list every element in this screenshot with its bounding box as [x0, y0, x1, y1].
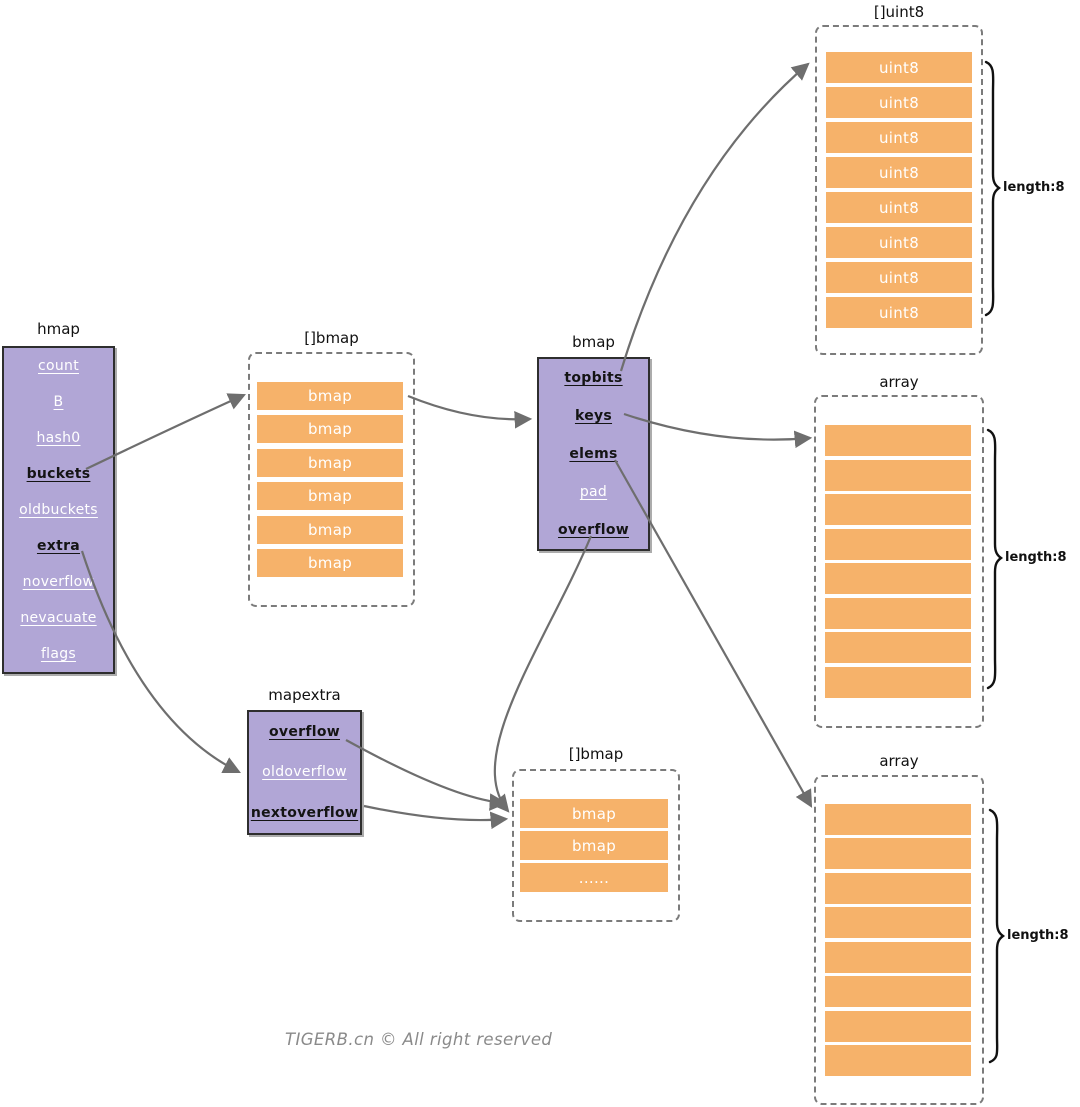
bmap-cell: bmap — [520, 831, 668, 860]
hmap-field-hash0: hash0 — [36, 430, 81, 446]
array-cell — [825, 1045, 971, 1077]
edge-topbits-to-uint8 — [619, 62, 810, 372]
uint8-cell: uint8 — [826, 52, 972, 83]
array-cell — [825, 528, 971, 560]
bmap-cell: bmap — [520, 799, 668, 828]
edge-mapextra-overflow-to-slice — [345, 739, 508, 811]
elems-length-brace — [988, 808, 1005, 1064]
hmap-field-flags: flags — [40, 646, 77, 662]
array-cell — [825, 494, 971, 526]
keys-length-brace — [986, 428, 1003, 690]
array-cell — [825, 563, 971, 595]
mapextra-field-overflow: overflow — [269, 724, 340, 741]
hmap-field-extra: extra — [36, 538, 81, 554]
uint8-cell: uint8 — [826, 122, 972, 153]
array-cell — [825, 838, 971, 870]
bmap-cell: bmap — [257, 482, 403, 511]
edge-bmap-slice-to-bmap — [407, 394, 533, 429]
bmap-cell: bmap — [257, 549, 403, 578]
uint8-length-label: length:8 — [1003, 180, 1065, 195]
mapextra-title: mapextra — [268, 686, 341, 704]
bmap-struct-box: topbits keys elems pad overflow — [537, 357, 650, 551]
bmap-field-pad: pad — [579, 484, 608, 500]
hmap-field-nevacuate: nevacuate — [20, 610, 97, 626]
array-cell — [825, 632, 971, 664]
bmap-field-topbits: topbits — [564, 370, 623, 386]
mapextra-field-oldoverflow: oldoverflow — [262, 764, 347, 781]
uint8-cell: uint8 — [826, 262, 972, 293]
bmap-cell: bmap — [257, 515, 403, 544]
array-cell — [825, 459, 971, 491]
uint8-slice-title: []uint8 — [873, 3, 925, 21]
uint8-slice-box: uint8 uint8 uint8 uint8 uint8 uint8 uint… — [815, 25, 983, 355]
mapextra-field-nextoverflow: nextoverflow — [250, 804, 359, 821]
array-cell — [825, 803, 971, 835]
bmap-field-keys: keys — [574, 408, 613, 424]
uint8-length-brace — [984, 60, 1001, 317]
keys-array-title: array — [879, 373, 919, 391]
footer-credit: TIGERB.cn © All right reserved — [285, 1030, 553, 1049]
uint8-cell: uint8 — [826, 227, 972, 258]
keys-array-box — [814, 395, 984, 728]
bmap-slice-box: bmap bmap bmap bmap bmap bmap — [248, 352, 415, 607]
array-cell — [825, 425, 971, 457]
array-cell — [825, 597, 971, 629]
overflow-bmap-slice-title: []bmap — [568, 745, 624, 763]
uint8-cell: uint8 — [826, 297, 972, 328]
hmap-field-count: count — [38, 358, 79, 374]
array-cell — [825, 872, 971, 904]
array-cell — [825, 941, 971, 973]
hmap-field-buckets: buckets — [26, 466, 91, 482]
keys-length-label: length:8 — [1005, 550, 1067, 565]
elems-array-title: array — [879, 752, 919, 770]
bmap-cell: bmap — [257, 415, 403, 444]
hmap-field-noverflow: noverflow — [22, 574, 95, 590]
array-cell — [825, 976, 971, 1008]
elems-array-box — [814, 775, 984, 1105]
overflow-bmap-slice-box: bmap bmap ...... — [512, 769, 680, 922]
hmap-field-oldbuckets: oldbuckets — [19, 502, 98, 518]
array-cell — [825, 1010, 971, 1042]
uint8-cell: uint8 — [826, 192, 972, 223]
bmap-cell: ...... — [520, 863, 668, 892]
edge-keys-to-keys-array — [623, 412, 813, 449]
bmap-field-overflow: overflow — [558, 522, 629, 538]
hmap-title: hmap — [37, 320, 80, 338]
hmap-field-b: B — [53, 394, 64, 410]
bmap-cell: bmap — [257, 381, 403, 410]
uint8-cell: uint8 — [826, 157, 972, 188]
uint8-cell: uint8 — [826, 87, 972, 118]
hmap-struct-box: count B hash0 buckets oldbuckets extra n… — [2, 346, 115, 674]
array-cell — [825, 666, 971, 698]
edge-mapextra-nextoverflow-to-slice — [363, 804, 509, 830]
bmap-title: bmap — [572, 333, 615, 351]
bmap-cell: bmap — [257, 448, 403, 477]
array-cell — [825, 907, 971, 939]
bmap-field-elems: elems — [569, 446, 618, 462]
elems-length-label: length:8 — [1007, 928, 1069, 943]
mapextra-struct-box: overflow oldoverflow nextoverflow — [247, 710, 362, 835]
bmap-slice-title: []bmap — [304, 329, 359, 347]
